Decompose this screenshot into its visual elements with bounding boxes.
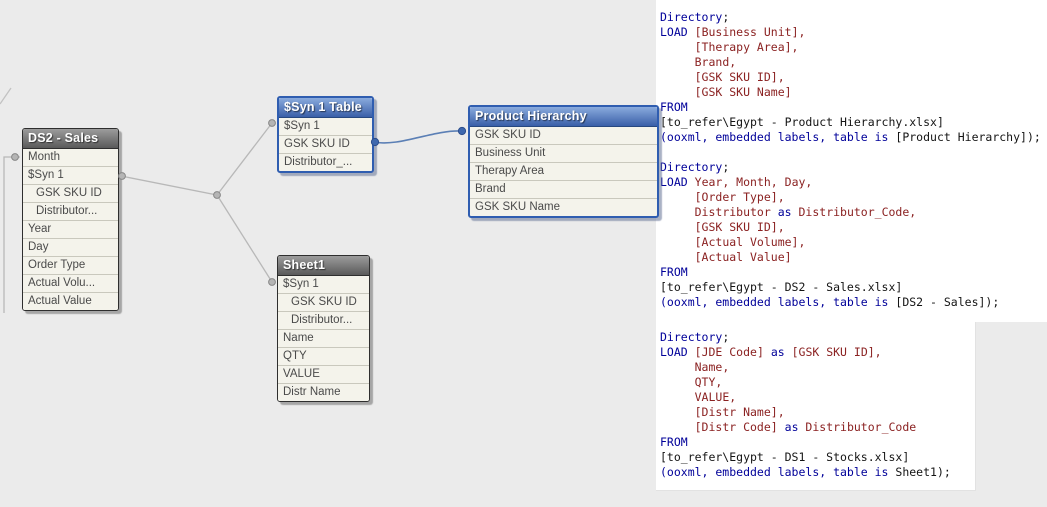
- table-field-row: Name: [278, 330, 369, 348]
- table-field-row: Distributor...: [278, 312, 369, 330]
- table-field-row: Distributor...: [23, 203, 118, 221]
- table-field-row: Distr Name: [283, 386, 341, 398]
- table-title-sheet1[interactable]: Sheet1: [278, 256, 369, 276]
- table-field-row: $Syn 1: [278, 276, 369, 294]
- table-field-row: GSK SKU ID: [23, 185, 118, 203]
- connector-dot-sheet1-left: [268, 278, 276, 286]
- table-field-row: $Syn 1: [279, 118, 372, 136]
- table-field-row: Actual Value: [28, 295, 92, 307]
- table-title-product-hierarchy[interactable]: Product Hierarchy: [470, 107, 657, 127]
- connector-month-offscreen: [3, 156, 20, 313]
- table-field-row: Therapy Area: [470, 163, 657, 181]
- connector-syn1table-to-product-hierarchy: [373, 130, 462, 144]
- connector-ds2-to-syn1table: [120, 122, 273, 196]
- table-field-row: QTY: [278, 348, 369, 366]
- table-field-row: GSK SKU ID: [278, 294, 369, 312]
- script-panel-lower: [656, 322, 976, 491]
- table-title-syn1[interactable]: $Syn 1 Table: [279, 98, 372, 118]
- connector-dot-ds2-month: [11, 153, 19, 161]
- table-field-row: Business Unit: [470, 145, 657, 163]
- table-field-row: Actual Volu...: [23, 275, 118, 293]
- table-field-row: Year: [23, 221, 118, 239]
- table-field-row: $Syn 1: [23, 167, 118, 185]
- script-section-product-hierarchy: Directory; LOAD [Business Unit], [Therap…: [660, 10, 1041, 144]
- script-panel-upper: [656, 0, 1047, 322]
- table-field-row: Month: [23, 149, 118, 167]
- script-section-ds2-sales: Directory; LOAD Year, Month, Day, [Order…: [660, 160, 1000, 309]
- table-title-ds2-sales[interactable]: DS2 - Sales: [23, 129, 118, 149]
- connector-dot-product-hierarchy-left-blue: [457, 126, 467, 136]
- table-field-row: GSK SKU Name: [475, 201, 560, 213]
- connector-dot-ds2-syn1: [118, 172, 126, 180]
- table-field-row: Day: [23, 239, 118, 257]
- table-field-row: GSK SKU ID: [470, 127, 657, 145]
- connector-offscreen-edge: [0, 87, 12, 105]
- script-section-sheet1: Directory; LOAD [JDE Code] as [GSK SKU I…: [660, 330, 951, 479]
- table-field-row: Brand: [470, 181, 657, 199]
- connector-dot-junction: [213, 191, 221, 199]
- table-field-row: Order Type: [23, 257, 118, 275]
- connector-dot-syn1table-left: [268, 119, 276, 127]
- table-field-row: Distributor_...: [284, 156, 353, 168]
- connector-junction-to-sheet1: [216, 194, 273, 283]
- table-field-row: GSK SKU ID: [279, 136, 372, 154]
- table-field-row: VALUE: [278, 366, 369, 384]
